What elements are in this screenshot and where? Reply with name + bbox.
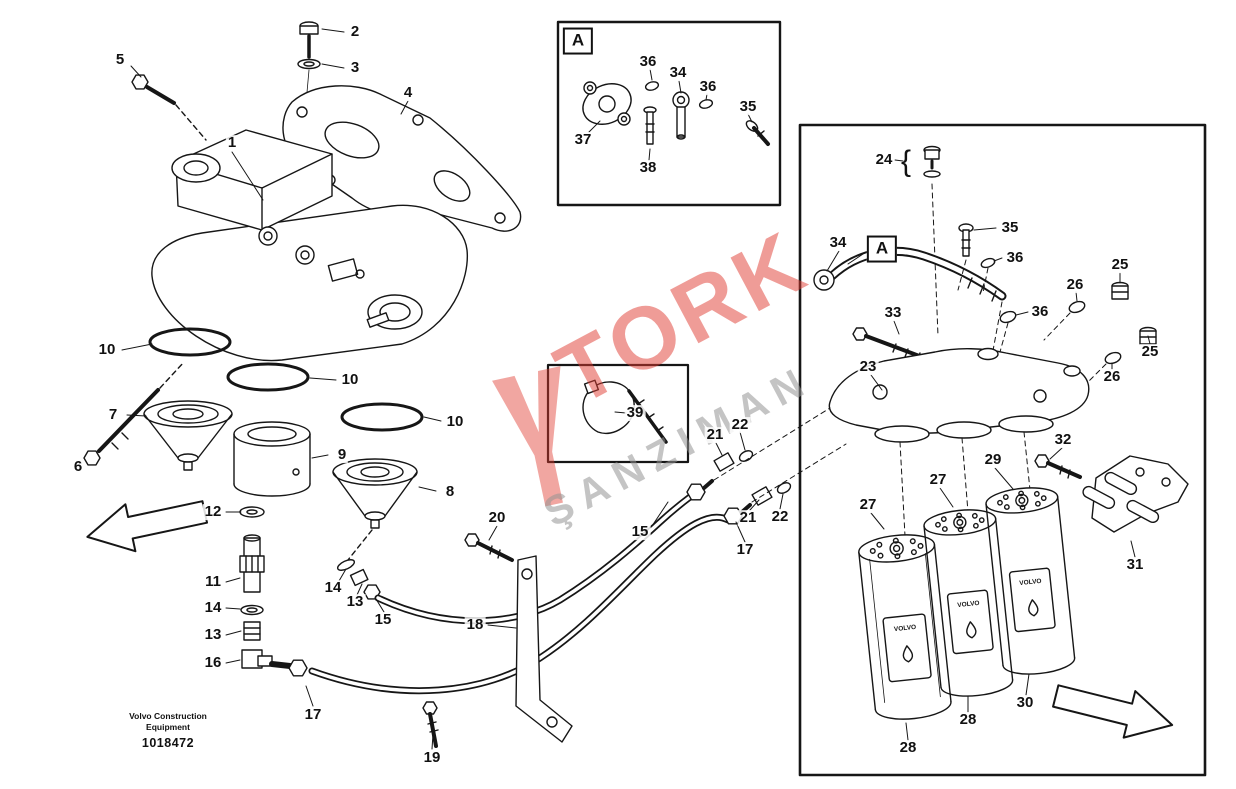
part-nipple-21-a xyxy=(713,452,735,472)
part-tube-11 xyxy=(239,534,265,593)
part-sleeve-9 xyxy=(233,421,311,497)
direction-arrow-right xyxy=(1052,684,1174,739)
part-nipple-13-mid xyxy=(349,568,369,587)
part-bolt-5 xyxy=(131,74,207,141)
part-filter-28-a: VOLVO xyxy=(858,534,952,720)
part-washer-36-d xyxy=(999,310,1017,353)
publisher-name-line1: Volvo Construction xyxy=(129,711,207,721)
cable-tie-box xyxy=(546,363,690,464)
part-nipple-13-left xyxy=(243,621,261,641)
part-funnel-7 xyxy=(143,400,233,471)
brace-24: { xyxy=(900,145,912,178)
part-pipe-34 xyxy=(813,246,1007,357)
part-washer-14-mid xyxy=(336,559,356,571)
part-bolt-24 xyxy=(923,145,941,337)
part-filter-housing-1 xyxy=(151,129,469,362)
part-bolt-6 xyxy=(83,361,185,466)
part-filter-30: VOLVO xyxy=(985,487,1076,675)
part-bolt-35-b xyxy=(957,223,974,291)
watermark-logo xyxy=(492,366,563,507)
part-washer-36-b xyxy=(698,99,714,109)
part-filter-28-b: VOLVO xyxy=(923,509,1014,697)
part-bracket-18 xyxy=(515,555,573,743)
part-bracket-31 xyxy=(1082,455,1189,533)
part-manifold-23 xyxy=(828,347,1090,443)
part-plug-25-a xyxy=(1111,281,1129,300)
part-bolt-38 xyxy=(643,106,657,145)
part-flange-37 xyxy=(582,81,632,126)
part-bolt-35-a xyxy=(745,120,770,146)
part-washer-12 xyxy=(239,506,265,518)
part-washer-26-a xyxy=(1043,300,1086,341)
publisher-name-line2: Equipment xyxy=(146,722,190,733)
hose-17 xyxy=(308,503,752,695)
part-washer-3 xyxy=(297,58,321,70)
part-banjo-34-a xyxy=(672,91,690,140)
document-number: 1018472 xyxy=(141,736,195,751)
detail-box-a xyxy=(556,20,782,207)
right-panel: VOLVO VOLVO xyxy=(713,123,1207,777)
leader-lines xyxy=(121,28,1151,750)
part-bolt-32 xyxy=(1034,454,1082,479)
part-bolt-19 xyxy=(422,701,439,748)
filter-brand-label: VOLVO xyxy=(1019,578,1042,587)
part-o-rings-10 xyxy=(148,327,424,432)
hose-15 xyxy=(374,479,714,625)
publisher-block: Volvo Construction Equipment 1018472 xyxy=(117,711,219,750)
part-washer-26-b xyxy=(1087,351,1122,383)
part-washer-14-left xyxy=(240,604,264,616)
part-funnel-8 xyxy=(332,458,418,561)
part-elbow-17-left xyxy=(269,659,308,677)
part-cable-tie-39 xyxy=(582,379,668,444)
filter-brand-label: VOLVO xyxy=(894,624,917,633)
part-bolt-20 xyxy=(464,533,514,562)
part-elbow-16 xyxy=(241,649,273,669)
direction-arrow-left xyxy=(86,500,209,553)
part-washer-22-b xyxy=(751,443,847,503)
filter-brand-label: VOLVO xyxy=(957,600,980,609)
part-washer-36-a xyxy=(644,81,660,91)
part-washer-22-a xyxy=(713,407,831,481)
